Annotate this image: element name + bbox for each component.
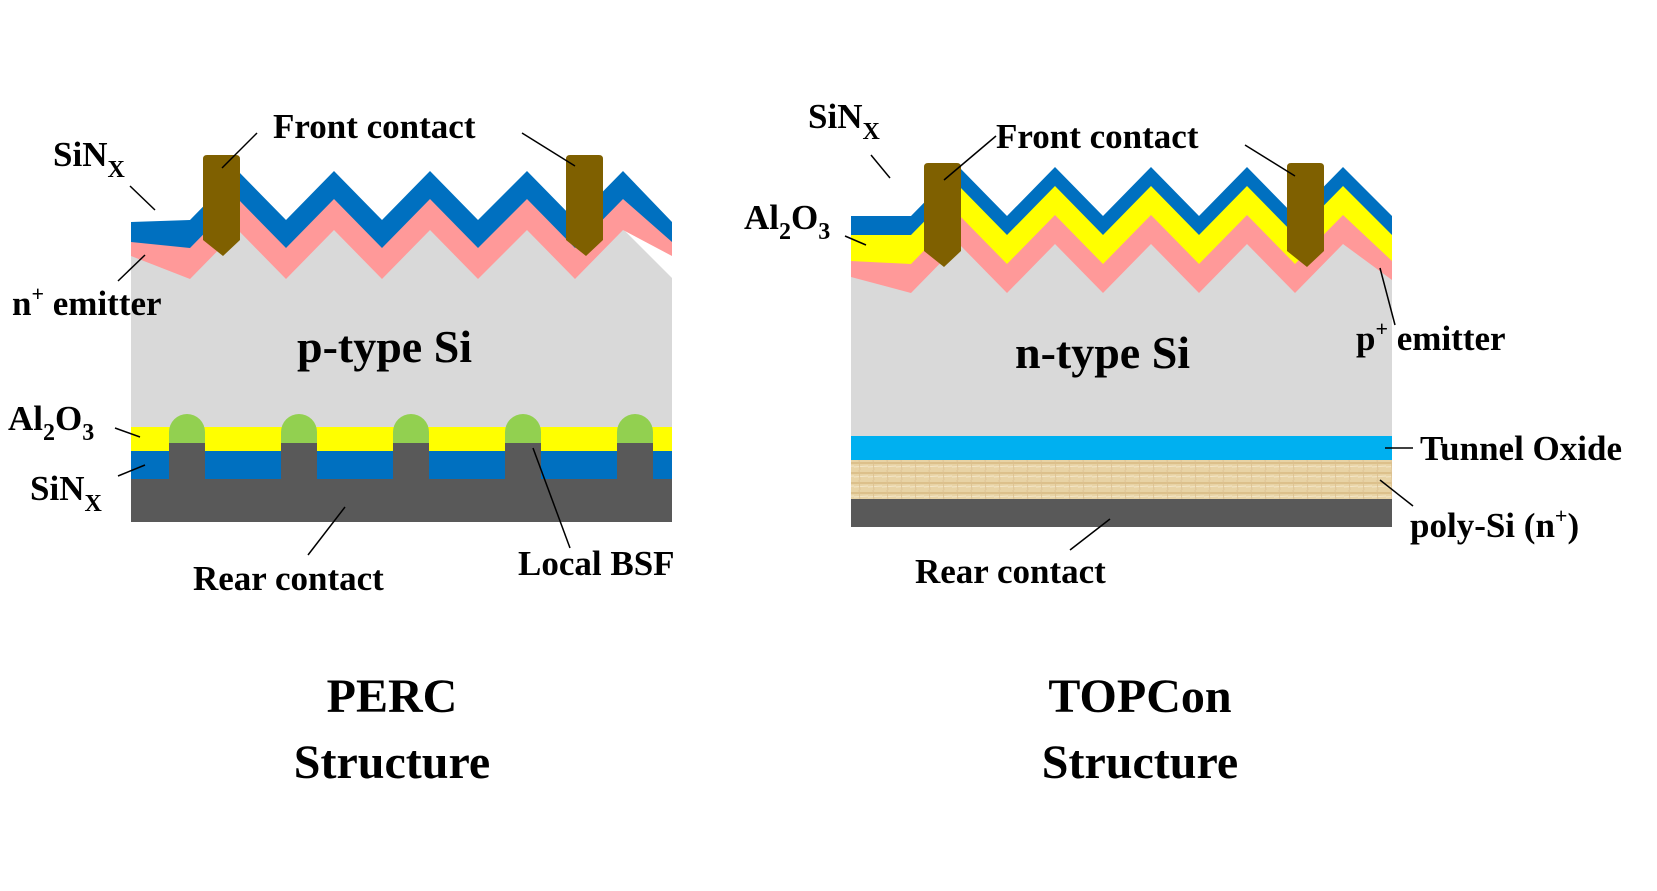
perc-front-contact-leader-right	[521, 132, 576, 167]
topcon-poly-si-label: poly-Si (n+)	[1410, 503, 1579, 545]
perc-n-emitter-leader	[117, 254, 146, 282]
topcon-tunnel-oxide-layer	[851, 436, 1392, 460]
topcon-front-contact-right	[1287, 163, 1324, 267]
perc-caption-line1: PERC	[327, 670, 458, 723]
perc-rear-finger-5	[617, 443, 653, 483]
perc-sinx-top-leader	[129, 185, 156, 211]
perc-caption-line2: Structure	[294, 736, 490, 789]
topcon-poly-si-layer	[851, 460, 1392, 499]
perc-diagram: Front contact SiNX n+ emitter p-type Si …	[8, 107, 675, 789]
topcon-al2o3-leader	[844, 235, 867, 246]
topcon-sinx-layer	[851, 167, 1392, 235]
perc-front-contact-leader-left	[221, 132, 258, 169]
topcon-caption-line1: TOPCon	[1048, 670, 1231, 723]
topcon-front-contact-leader-right	[1244, 144, 1296, 177]
perc-local-bsf-label: Local BSF	[518, 544, 675, 583]
perc-local-bsf-4	[505, 414, 541, 443]
topcon-rear-contact-leader	[1069, 518, 1111, 551]
perc-local-bsf-1	[169, 414, 205, 443]
topcon-sinx-leader	[870, 154, 891, 179]
topcon-p-emitter-leader	[1379, 267, 1396, 326]
topcon-rear-contact-layer	[851, 499, 1392, 527]
perc-rear-finger-1	[169, 443, 205, 483]
perc-sinx-top-layer	[131, 171, 672, 248]
topcon-al2o3-layer	[851, 184, 1392, 264]
perc-bulk-label: p-type Si	[297, 321, 472, 372]
perc-front-contact-label: Front contact	[273, 107, 476, 146]
perc-rear-contact-layer	[131, 479, 672, 522]
perc-rear-finger-2	[281, 443, 317, 483]
perc-local-bsf-group	[169, 414, 653, 483]
perc-n-emitter-label: n+ emitter	[12, 281, 162, 323]
perc-local-bsf-leader	[532, 447, 571, 549]
perc-local-bsf-3	[393, 414, 429, 443]
perc-n-emitter-layer	[131, 197, 672, 279]
topcon-al2o3-label: Al2O3	[744, 198, 830, 245]
topcon-p-emitter-layer	[851, 213, 1392, 293]
topcon-front-contact-leader-left	[943, 135, 997, 181]
perc-local-bsf-2	[281, 414, 317, 443]
topcon-tunnel-oxide-label: Tunnel Oxide	[1420, 429, 1622, 468]
topcon-poly-si-leader	[1379, 479, 1414, 507]
perc-sinx-rear-label: SiNX	[30, 469, 102, 517]
perc-bulk-silicon	[131, 229, 672, 475]
perc-al2o3-leader	[114, 427, 141, 438]
perc-sinx-rear-leader	[117, 464, 146, 477]
topcon-bulk-label: n-type Si	[1015, 327, 1190, 378]
perc-rear-finger-3	[393, 443, 429, 483]
topcon-rear-contact-label: Rear contact	[915, 552, 1106, 591]
topcon-sinx-label: SiNX	[808, 97, 880, 145]
perc-local-bsf-5	[617, 414, 653, 443]
topcon-bulk-silicon	[851, 242, 1392, 440]
perc-rear-finger-4	[505, 443, 541, 483]
topcon-front-contact-left	[924, 163, 961, 267]
topcon-diagram: SiNX Front contact Al2O3 p+ emitter n-ty…	[744, 97, 1622, 789]
topcon-caption-line2: Structure	[1042, 736, 1238, 789]
topcon-p-emitter-label: p+ emitter	[1356, 316, 1506, 358]
topcon-front-contact-label: Front contact	[996, 117, 1199, 156]
perc-front-contact-left	[203, 155, 240, 256]
perc-rear-contact-label: Rear contact	[193, 559, 384, 598]
perc-front-contact-right	[566, 155, 603, 256]
perc-sinx-top-label: SiNX	[53, 135, 125, 183]
perc-rear-contact-leader	[307, 506, 346, 556]
perc-al2o3-label: Al2O3	[8, 399, 94, 446]
